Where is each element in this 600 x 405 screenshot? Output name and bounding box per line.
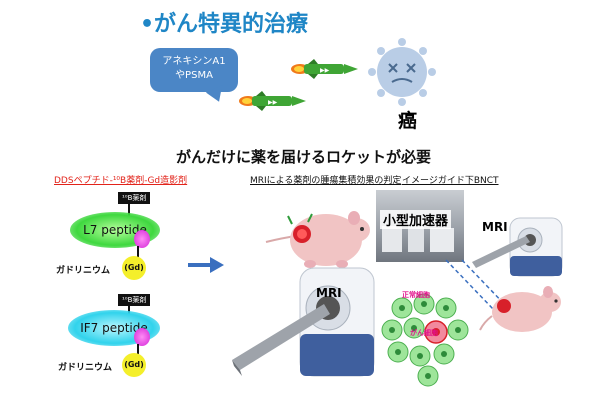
targeting-molecule-bubble: アネキシンA1 やPSMA — [150, 48, 238, 92]
mri-label: MRI — [482, 220, 508, 234]
section-heading-dds: DDSペプチド-¹⁰B薬剤-Gd造影剤 — [54, 176, 188, 186]
rocket-icon: ▶▶ — [291, 59, 358, 79]
section-heading-mri: MRIによる薬剤の腫瘍集積効果の判定 — [250, 176, 402, 186]
cancer-cell-icon — [368, 38, 436, 106]
gd-ball: (Gd) — [122, 353, 146, 377]
svg-text:▶▶: ▶▶ — [268, 99, 278, 106]
bubble-line-2: やPSMA — [175, 70, 213, 81]
mouse-icon — [265, 211, 370, 268]
section-heading-bnct: イメージガイド下BNCT — [402, 176, 499, 186]
page-title: •がん特異的治療 — [140, 12, 309, 37]
gadolinium-label: ガドリニウム — [58, 363, 113, 373]
linker-blob — [134, 230, 150, 248]
cell-cluster-diagram — [381, 293, 469, 387]
gadolinium-label: ガドリニウム — [56, 266, 111, 276]
subtitle: がんだけに薬を届けるロケットが必要 — [176, 148, 432, 166]
tag-connector — [128, 202, 130, 216]
linker-blob — [134, 328, 150, 346]
rocket-icon: ▶▶ — [239, 91, 306, 111]
mri-scanner-icon — [232, 267, 375, 377]
bubble-line-1: アネキシンA1 — [162, 56, 226, 67]
arrow-right-icon — [188, 257, 224, 273]
gd-ball: (Gd) — [122, 256, 146, 280]
boron-drug-tag: ¹⁰B薬剤 — [118, 294, 151, 306]
gd-connector — [137, 344, 139, 356]
cancer-label: 癌 — [398, 110, 418, 132]
boron-drug-tag: ¹⁰B薬剤 — [118, 192, 151, 204]
cancer-cells-label: がん細胞 — [410, 329, 438, 337]
mri-label: MRI — [316, 286, 342, 300]
svg-text:▶▶: ▶▶ — [320, 67, 330, 74]
gd-connector — [137, 246, 139, 260]
mouse-icon — [479, 286, 561, 332]
mri-scanner-icon — [472, 217, 563, 277]
normal-cells-label: 正常細胞 — [402, 291, 430, 299]
accelerator-label: 小型加速器 — [380, 210, 452, 229]
